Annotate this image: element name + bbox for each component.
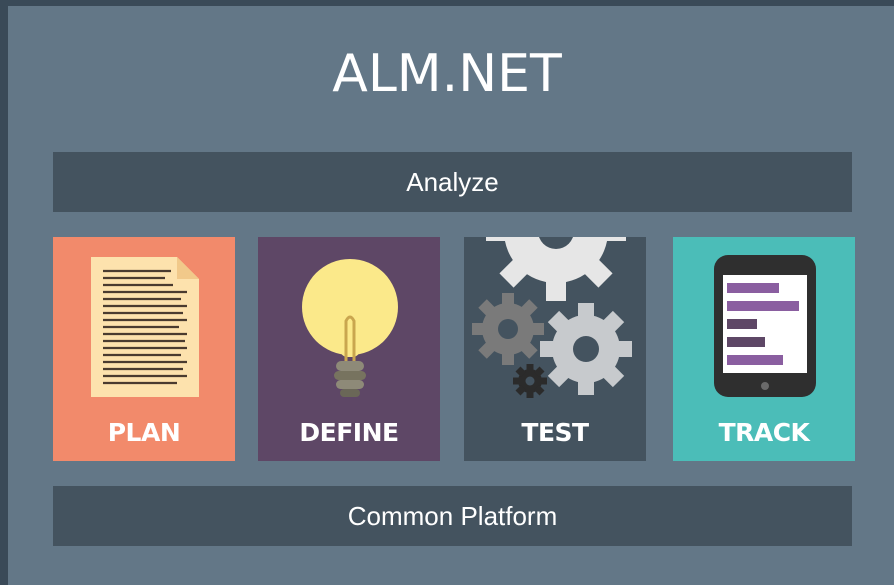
tile-plan: PLAN — [53, 237, 235, 461]
tile-track-label: TRACK — [718, 418, 810, 447]
analyze-bar: Analyze — [53, 152, 852, 212]
tile-plan-label: PLAN — [107, 418, 181, 447]
lightbulb-icon — [302, 259, 398, 397]
tile-test: TEST — [464, 237, 646, 461]
tablet-chart-icon — [714, 255, 816, 397]
diagram-title: ALM.NET — [332, 44, 562, 104]
tile-track: TRACK — [673, 237, 855, 461]
tile-define: DEFINE — [258, 237, 440, 461]
tile-test-label: TEST — [521, 418, 589, 447]
common-platform-bar: Common Platform — [53, 486, 852, 546]
analyze-label: Analyze — [406, 166, 499, 197]
tile-define-label: DEFINE — [299, 418, 399, 447]
gears-icon — [472, 237, 632, 398]
document-icon — [91, 257, 199, 397]
common-platform-label: Common Platform — [347, 500, 558, 531]
